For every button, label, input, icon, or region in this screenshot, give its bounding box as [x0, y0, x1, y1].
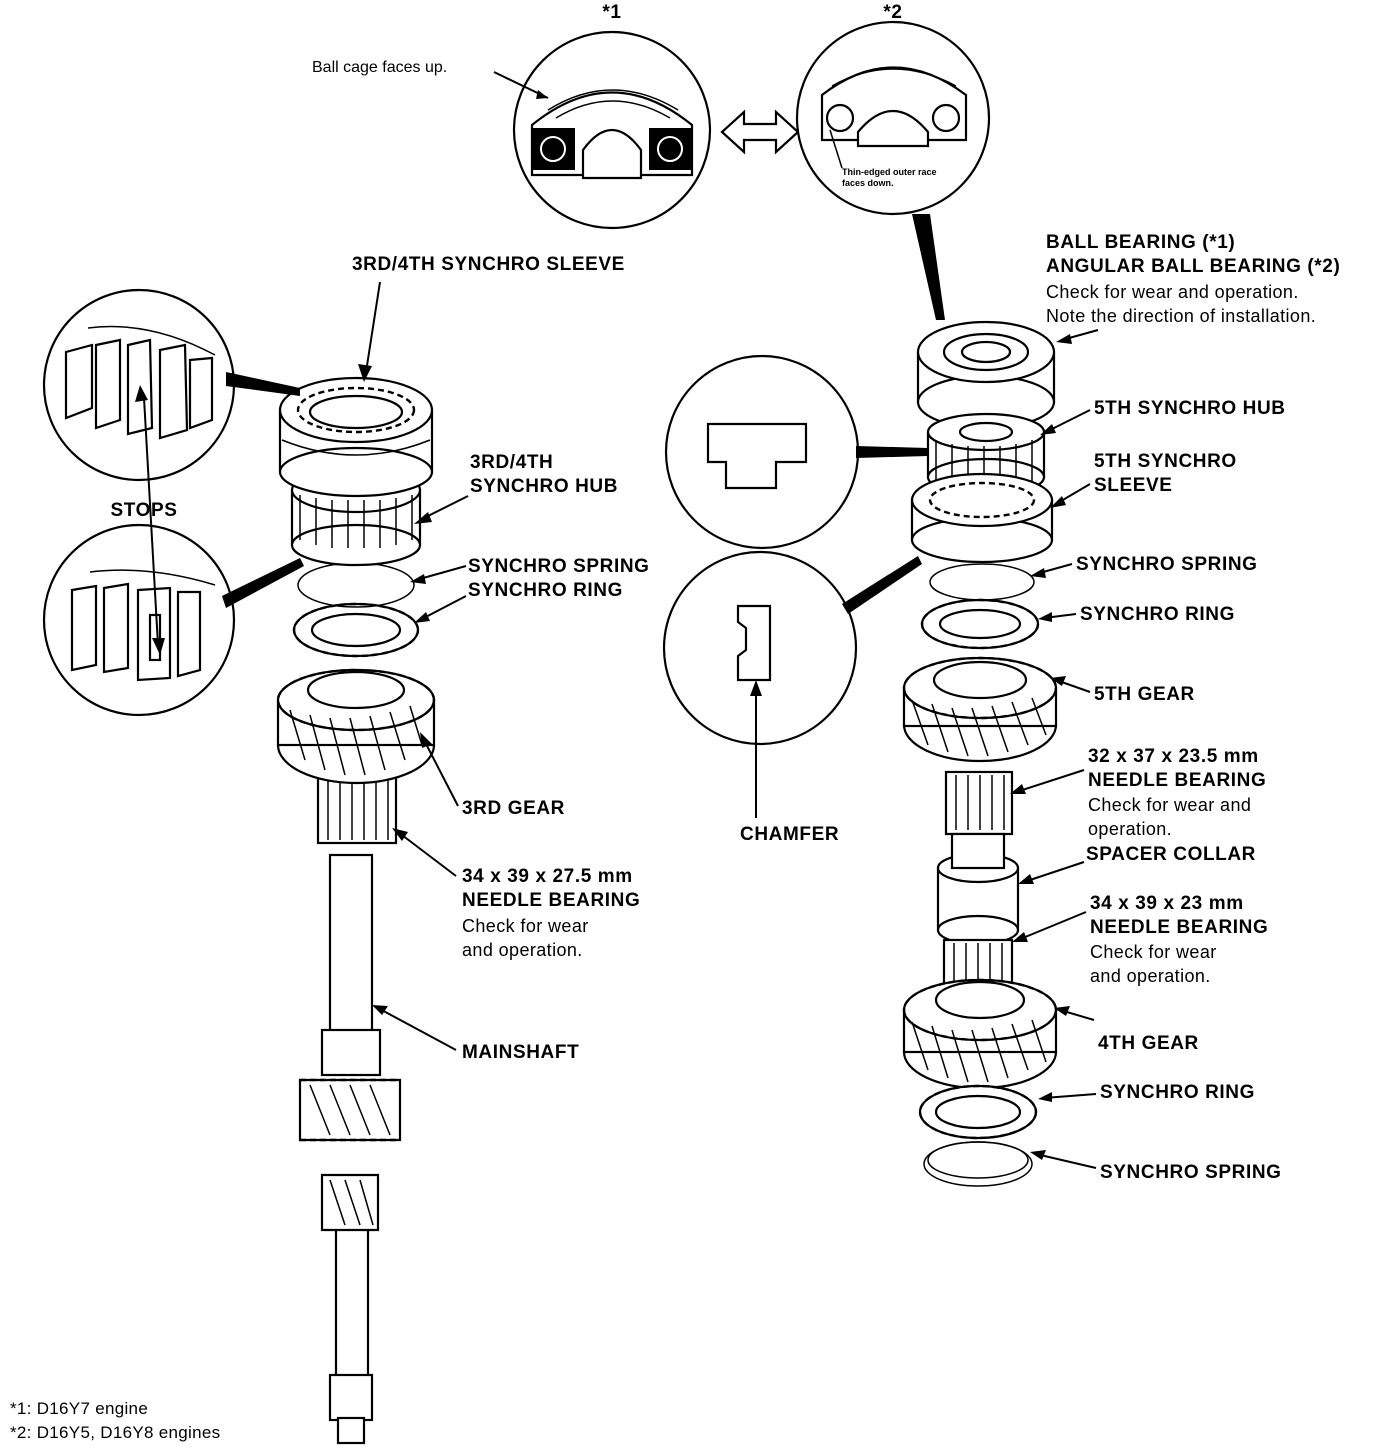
footnote-2: *2: D16Y5, D16Y8 engines	[10, 1423, 220, 1442]
needle-bearing-upper-note1: Check for wear and	[1088, 795, 1251, 815]
detail-2-marker: *2	[883, 2, 902, 23]
mainshaft-label: MAINSHAFT	[462, 1042, 579, 1063]
detail-2-ball-right	[931, 103, 961, 133]
needle-bearing-left-note1: Check for wear	[462, 916, 589, 936]
needle-bearing-upper-name: NEEDLE BEARING	[1088, 770, 1266, 791]
detail-1-ball-right	[649, 128, 691, 170]
detail-2-bearing-section	[820, 66, 968, 142]
detail-1-callout: Ball cage faces up.	[312, 59, 447, 76]
needle-bearing-left-size: 34 x 39 x 27.5 mm	[462, 866, 633, 887]
mainshaft-gear-1	[298, 1078, 402, 1142]
chamfer-shape	[736, 604, 772, 682]
fifth-synchro-sleeve-label-line1: 5TH SYNCHRO	[1094, 451, 1237, 472]
sleeve-3-4-label: 3RD/4TH SYNCHRO SLEEVE	[352, 254, 625, 275]
fourth-gear-label: 4TH GEAR	[1098, 1033, 1199, 1054]
hub-3-4-label-line2: SYNCHRO HUB	[470, 476, 618, 497]
needle-bearing-left-note2: and operation.	[462, 940, 583, 960]
detail-2-callout-line1: Thin-edged outer race	[842, 167, 937, 177]
needle-bearing-lower-note1: Check for wear	[1090, 942, 1217, 962]
detail-2-ball-left	[825, 103, 855, 133]
fifth-synchro-ring-label: SYNCHRO RING	[1080, 604, 1235, 625]
third-gear-label: 3RD GEAR	[462, 798, 565, 819]
needle-bearing-lower-size: 34 x 39 x 23 mm	[1090, 893, 1244, 914]
chamfer-label: CHAMFER	[740, 824, 839, 845]
hub-profile-detail	[664, 354, 928, 550]
stops-detail-upper	[42, 288, 300, 482]
left-mainshaft-assembly	[276, 376, 436, 1445]
ball-bearing-note2: Note the direction of installation.	[1046, 306, 1316, 326]
synchro-spring-left	[297, 562, 415, 608]
needle-bearing-lower-name: NEEDLE BEARING	[1090, 917, 1268, 938]
footnote-1: *1: D16Y7 engine	[10, 1399, 148, 1418]
mainshaft-body	[328, 853, 374, 1037]
detail-1-marker: *1	[602, 2, 621, 23]
fourth-synchro-spring-label: SYNCHRO SPRING	[1100, 1162, 1282, 1183]
needle-bearing-left	[316, 773, 398, 845]
fifth-synchro-spring-label: SYNCHRO SPRING	[1076, 554, 1258, 575]
fifth-synchro-sleeve-label-line2: SLEEVE	[1094, 475, 1173, 496]
fourth-synchro-ring-label: SYNCHRO RING	[1100, 1082, 1255, 1103]
needle-bearing-left-name: NEEDLE BEARING	[462, 890, 640, 911]
fifth-synchro-spring	[929, 563, 1035, 601]
detail-2-callout-line2: faces down.	[842, 178, 894, 188]
synchro-ring-left-label: SYNCHRO RING	[468, 580, 623, 601]
detail-1-ball-bearing: *1 Ball cage faces up.	[312, 2, 712, 230]
fifth-synchro-hub-label: 5TH SYNCHRO HUB	[1094, 398, 1286, 419]
stops-arrows	[135, 385, 165, 655]
detail-1-ball-left	[533, 128, 575, 170]
needle-bearing-lower-note2: and operation.	[1090, 966, 1211, 986]
detail-2-angular-bearing: *2 Thin-edged outer race faces down.	[795, 2, 991, 320]
chamfer-detail	[662, 550, 922, 746]
stops-label: STOPS	[110, 500, 177, 521]
right-5th-gear-assembly	[902, 320, 1058, 1187]
ball-bearing-label-line2: ANGULAR BALL BEARING (*2)	[1046, 256, 1340, 277]
needle-bearing-upper-size: 32 x 37 x 23.5 mm	[1088, 746, 1259, 767]
hub-3-4-label-line1: 3RD/4TH	[470, 452, 553, 473]
spacer-collar-label: SPACER COLLAR	[1086, 844, 1256, 865]
fifth-gear-label: 5TH GEAR	[1094, 684, 1195, 705]
ball-bearing-note1: Check for wear and operation.	[1046, 282, 1299, 302]
ball-bearing-label-line1: BALL BEARING (*1)	[1046, 232, 1235, 253]
needle-bearing-right-upper	[944, 770, 1014, 836]
hub-profile-shape	[706, 422, 808, 490]
interchangeable-arrow	[720, 109, 800, 155]
mainshaft-gear-2	[320, 1173, 380, 1232]
needle-bearing-upper-note2: operation.	[1088, 819, 1172, 839]
stops-detail-lower	[42, 523, 304, 717]
synchro-spring-left-label: SYNCHRO SPRING	[468, 556, 650, 577]
